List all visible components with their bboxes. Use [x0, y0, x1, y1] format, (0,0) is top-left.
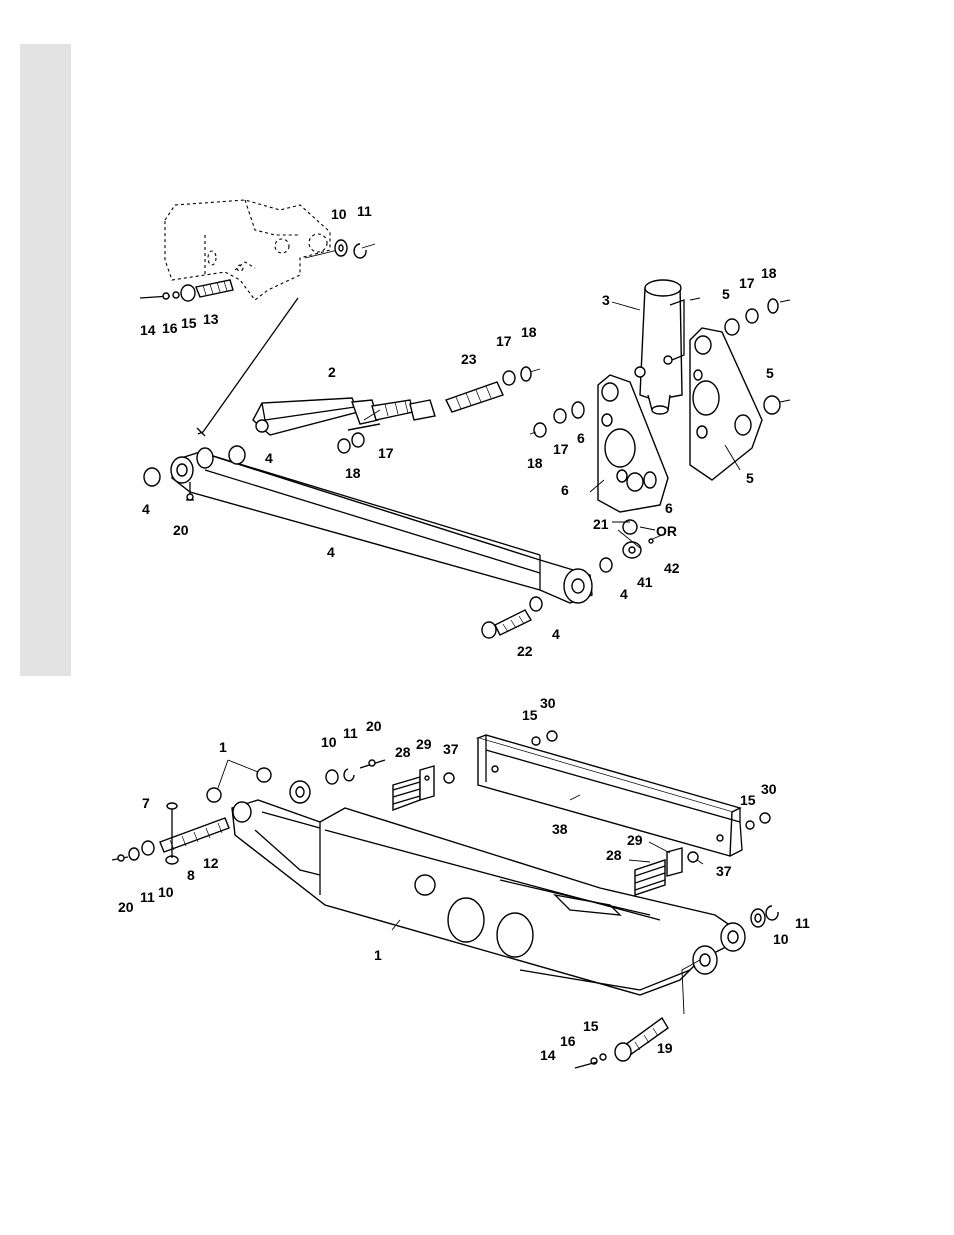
callout-label: 23	[461, 351, 477, 367]
pin-13	[140, 280, 233, 301]
callout-label: 11	[357, 203, 372, 219]
callout-label: 18	[761, 265, 777, 281]
callout-label: 4	[327, 544, 335, 560]
callout-label: 4	[142, 501, 150, 517]
callout-label: 13	[203, 311, 219, 327]
bushings-1	[207, 760, 271, 802]
callout-label: 18	[521, 324, 537, 340]
callout-label: 42	[664, 560, 680, 576]
callout-label: 29	[416, 736, 432, 752]
callout-label: 4	[620, 586, 628, 602]
callout-label: 20	[173, 522, 189, 538]
callout-label: 1	[374, 947, 382, 963]
callout-label: 17	[496, 333, 512, 349]
callout-label: 22	[517, 643, 533, 659]
callout-label: 6	[561, 482, 569, 498]
pin-22	[482, 597, 542, 638]
callout-label: 5	[766, 365, 774, 381]
callout-label: 3	[602, 292, 610, 308]
callout-label: 4	[552, 626, 560, 642]
callout-label: 37	[443, 741, 459, 757]
snap-ring-11	[354, 244, 366, 258]
callout-label: 6	[665, 500, 673, 516]
callout-label: 15	[583, 1018, 599, 1034]
callout-label: 11	[343, 725, 358, 741]
callout-label: 17	[553, 441, 569, 457]
lower-assembly	[112, 731, 778, 1068]
callout-label: 30	[540, 695, 556, 711]
callout-label: 20	[366, 718, 382, 734]
hydraulic-cylinder-2	[253, 398, 435, 453]
callout-label: 17	[378, 445, 394, 461]
callout-label: 29	[627, 832, 643, 848]
callout-label: 21	[593, 516, 609, 532]
channel-38	[478, 735, 742, 856]
callout-label: 18	[345, 465, 361, 481]
callout-label: 11	[795, 915, 810, 931]
callout-label: 30	[761, 781, 777, 797]
callout-label: 10	[773, 931, 789, 947]
callout-label: 37	[716, 863, 732, 879]
callout-label: 4	[265, 450, 273, 466]
callout-label: 7	[142, 795, 150, 811]
callout-label: 5	[746, 470, 754, 486]
callout-label: OR	[656, 523, 677, 539]
callout-label: 41	[637, 574, 653, 590]
callout-label: 1	[219, 739, 227, 755]
callout-label: 8	[187, 867, 195, 883]
lift-arm-4	[144, 446, 592, 603]
callout-label: 28	[606, 847, 622, 863]
callout-label: 6	[577, 430, 585, 446]
clip-29	[420, 766, 434, 800]
callout-label: 38	[552, 821, 568, 837]
callout-label: 5	[722, 286, 730, 302]
pin-23	[446, 367, 540, 412]
callout-label: 2	[328, 364, 336, 380]
callout-label: 11	[140, 889, 155, 905]
callout-label: 28	[395, 744, 411, 760]
upper-assembly	[140, 200, 790, 638]
callout-label: 15	[740, 792, 756, 808]
callout-label: 10	[321, 734, 337, 750]
callout-label: 16	[560, 1033, 576, 1049]
plate-5	[690, 299, 790, 480]
callout-label: 10	[158, 884, 174, 900]
callout-label: 17	[739, 275, 755, 291]
callout-label: 15	[181, 315, 197, 331]
callout-label: 10	[331, 206, 347, 222]
callout-label: 18	[527, 455, 543, 471]
callout-label: 19	[657, 1040, 673, 1056]
callout-label: 15	[522, 707, 538, 723]
callout-label: 20	[118, 899, 134, 915]
callout-label: 14	[540, 1047, 556, 1063]
callout-label: 14	[140, 322, 156, 338]
callout-label: 12	[203, 855, 219, 871]
callout-label: 16	[162, 320, 178, 336]
